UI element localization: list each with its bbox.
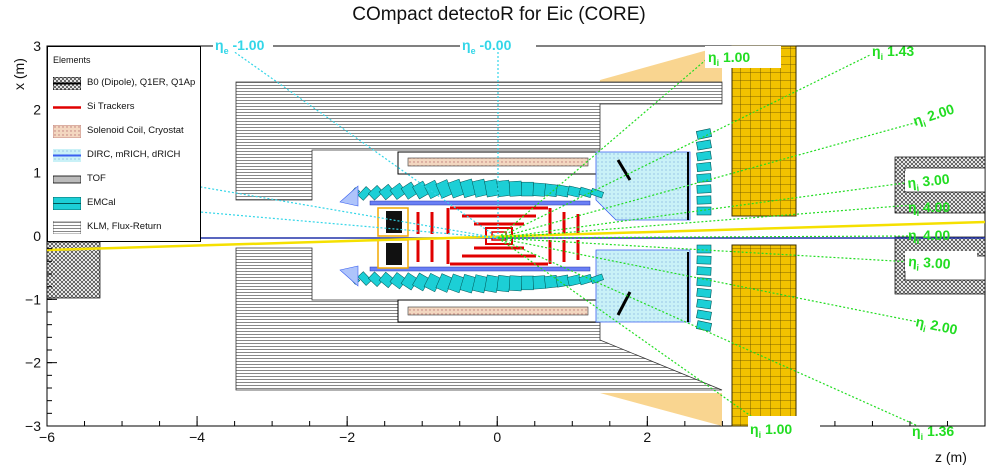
emcal-tower [578,186,593,199]
legend-item-emcal: EMCal [53,195,198,211]
x-ticks [46,416,986,426]
mrich-left-top [339,185,359,207]
y-axis-label: x (m) [11,58,27,90]
eta-i-label-4-00-top: ηi 4.00 [908,199,950,218]
emcal-tower [367,271,384,287]
y-tick-label: −3 [25,418,41,434]
emcal-tower [555,274,570,288]
legend-label: EMCal [87,197,116,208]
legend-label: TOF [87,173,106,184]
y-tick-label: 0 [33,228,41,244]
legend-label: B0 (Dipole), Q1ER, Q1Ap [87,77,196,88]
drich-mirror-top [616,159,632,181]
tof-swatch [53,175,81,184]
drich-mirror-bottom [616,291,632,316]
emcal-tower [378,183,396,201]
y-tick-label: −1 [25,291,41,307]
emcal-tower [521,181,534,197]
emcal-tower [508,180,523,197]
legend-header: Elements [53,55,91,65]
drich-top [595,151,691,221]
eta-i-label-2-00-top: ηi 2.00 [911,101,957,132]
y-tick-label: 1 [33,165,41,181]
dirc-top [369,200,591,206]
x-tick-label: −2 [339,429,355,445]
klm-flux-return-top [235,81,723,201]
emcal-tower [496,275,511,293]
legend: Elements B0 (Dipole), Q1ER, Q1Ap Si Trac… [47,46,201,242]
acceptance-bottom [600,393,722,426]
b0-magnet-left-bottom [46,241,101,299]
emcal-tower [532,182,546,197]
mrich-left-bottom [339,265,359,287]
emcal-tower [496,179,511,197]
emcal-tower [521,275,534,291]
y-tick-label: 2 [33,101,41,117]
legend-item-solenoid: Solenoid Coil, Cryostat [53,123,198,139]
barrel-emcal-top [347,178,605,201]
barrel-emcal-bottom [347,271,605,294]
y-tick-label: 3 [33,38,41,54]
dirc-swatch [53,149,81,162]
klm-swatch [53,221,81,234]
legend-item-dirc: DIRC, mRICH, dRICH [53,147,198,163]
solenoid-coil-bottom [407,306,589,316]
x-tick-label: −6 [39,429,55,445]
page-title: COmpact detectoR for Eic (CORE) [352,4,646,25]
emcal-tower [590,187,605,199]
emcal-tower [532,275,546,290]
forward-hcal-top [731,45,797,217]
solenoid-swatch [53,125,81,138]
eta-e-label-1: ηe -1.00 [215,37,265,56]
eta-ion-lines [497,45,919,427]
ion-beam [46,220,986,252]
emcal-tower [567,185,582,198]
eta-i-label-1-00-bottom: ηi 1.00 [750,421,792,440]
eta-e-label-2: ηe -0.00 [462,37,512,56]
emcal-tower [378,271,396,289]
acceptance-top [600,46,722,90]
x-axis-label: z (m) [935,449,967,465]
legend-label: DIRC, mRICH, dRICH [87,149,181,160]
emcal-swatch [53,197,81,210]
emcal-tower [367,185,384,201]
eta-i-label-2-00-bottom: ηi 2.00 [914,313,959,340]
eta-i-label-1-43: ηi 1.43 [872,43,914,62]
x-tick-label: −4 [189,429,205,445]
legend-item-tof: TOF [53,171,198,187]
eta-i-label-1-36: ηi 1.36 [912,423,954,442]
legend-label: Si Trackers [87,101,135,112]
forward-emcal-top [695,128,713,216]
emcal-tower [357,271,372,286]
emcal-tower [567,274,582,287]
si-trackers-swatch [53,106,81,109]
forward-hcal-bottom [731,244,797,427]
b0-dipole-swatch [53,77,81,90]
si-trackers [416,206,580,266]
eta-labels: ηe -1.00 ηe -0.00 ηi 1.00 ηi 1.43 ηi 2.0… [213,34,977,442]
forward-emcal-bottom [695,244,713,332]
emcal-tower [357,186,372,201]
y-tick-label: −2 [25,355,41,371]
emcal-tower [508,275,523,292]
x-tick-label: 2 [643,429,651,445]
dirc-bottom [369,266,591,272]
legend-label: KLM, Flux-Return [87,221,162,232]
eta-i-label-1-00-top: ηi 1.00 [708,49,750,68]
x-tick-label: 0 [493,429,501,445]
emcal-tower [555,184,570,198]
legend-item-b0: B0 (Dipole), Q1ER, Q1Ap [53,75,198,91]
legend-label: Solenoid Coil, Cryostat [87,125,184,136]
backward-emcal-bottom-inner [386,243,402,265]
eta-i-label-4-00-bottom: ηi 4.00 [908,227,950,246]
legend-item-si: Si Trackers [53,99,198,115]
backward-emcal-top-inner [386,211,402,233]
drich-bottom [595,249,691,323]
legend-item-klm: KLM, Flux-Return [53,219,198,235]
